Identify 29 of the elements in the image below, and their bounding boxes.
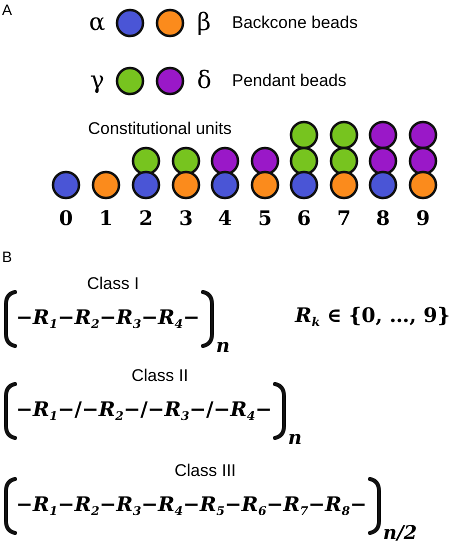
legend-text: Backcone beads [232,14,358,30]
unit-number: 1 [99,208,113,228]
unit-number: 5 [258,208,272,228]
unit-number: 4 [218,208,232,228]
unit-number: 7 [337,208,351,228]
set-definition: R$_{k}$ ∈ {0, …, 9} [295,304,450,328]
class-title: Class II [132,366,188,384]
unit-number: 9 [416,208,430,228]
unit-number: 8 [376,208,390,228]
repeat-formula: −R$_{1}$−/−R$_{2}$−/−R$_{3}$−/−R$_{4}$− [16,398,272,422]
repeat-count: n [216,336,230,356]
repeat-count: n/2 [383,524,417,542]
repeat-formula: −R$_{1}$−R$_{2}$−R$_{3}$−R$_{4}$− [16,306,200,330]
panel-label: A [2,2,12,18]
class-title: Class III [174,462,236,478]
repeat-formula: −R$_{1}$−R$_{2}$−R$_{3}$−R$_{4}$−R$_{5}$−R$_{6}$−R$_{7}$−R$_{8}$− [16,494,367,517]
unit-number: 3 [179,208,193,228]
repeat-count: n [288,428,302,448]
section-heading: Constitutional units [88,120,232,136]
legend-label: β [197,10,211,34]
unit-number: 2 [139,208,153,228]
unit-number: 6 [297,208,311,228]
class-title: Class I [87,274,139,292]
unit-number: 0 [59,208,73,228]
legend-text: Pendant beads [232,72,346,88]
panel-label: B [2,250,12,264]
legend-label: δ [197,68,212,92]
legend-label: γ [90,68,104,92]
legend-label: α [89,10,106,34]
